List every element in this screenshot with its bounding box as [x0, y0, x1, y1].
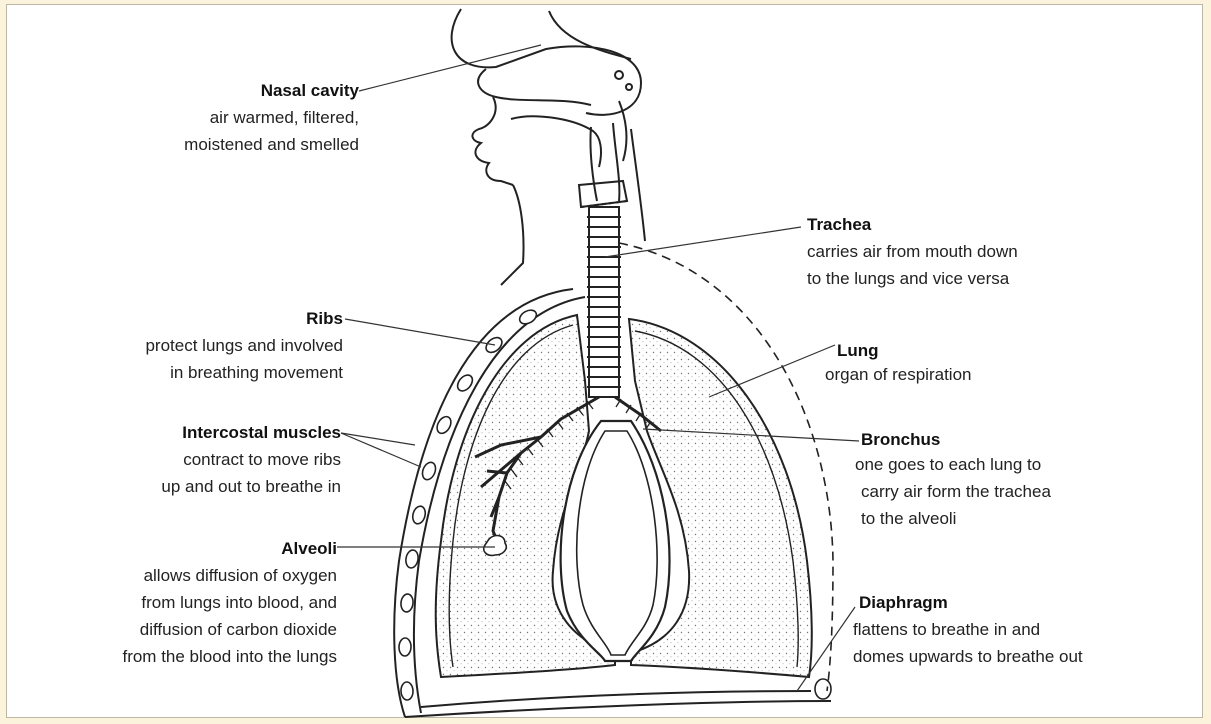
- label-alveoli: Alveoli allows diffusion of oxygen from …: [47, 535, 337, 670]
- label-bronchus-desc-2: carry air form the trachea: [861, 478, 1135, 505]
- label-intercostal-muscles-desc-2: up and out to breathe in: [67, 473, 341, 500]
- label-nasal-cavity-desc-1: air warmed, filtered,: [87, 104, 359, 131]
- label-trachea-title: Trachea: [807, 211, 1107, 238]
- label-lung-desc-1: organ of respiration: [825, 363, 1085, 387]
- label-intercostal-muscles: Intercostal muscles contract to move rib…: [67, 419, 341, 500]
- label-diaphragm-title: Diaphragm: [859, 589, 1153, 616]
- label-diaphragm: Diaphragm flattens to breathe in and dom…: [853, 589, 1153, 670]
- label-nasal-cavity: Nasal cavity air warmed, filtered, moist…: [87, 77, 359, 158]
- label-ribs-title: Ribs: [67, 305, 343, 332]
- label-lung-title: Lung: [837, 339, 1085, 363]
- label-ribs-desc-2: in breathing movement: [67, 359, 343, 386]
- label-bronchus-title: Bronchus: [861, 429, 1135, 451]
- label-bronchus-desc-1: one goes to each lung to: [855, 451, 1135, 478]
- label-lung: Lung organ of respiration: [825, 339, 1085, 387]
- label-trachea-desc-1: carries air from mouth down: [807, 238, 1107, 265]
- label-alveoli-desc-2: from lungs into blood, and: [47, 589, 337, 616]
- diagram-frame: Nasal cavity air warmed, filtered, moist…: [6, 4, 1203, 718]
- label-alveoli-desc-4: from the blood into the lungs: [47, 643, 337, 670]
- label-ribs-desc-1: protect lungs and involved: [67, 332, 343, 359]
- label-trachea-desc-2: to the lungs and vice versa: [807, 265, 1107, 292]
- label-ribs: Ribs protect lungs and involved in breat…: [67, 305, 343, 386]
- label-nasal-cavity-desc-2: moistened and smelled: [87, 131, 359, 158]
- label-diaphragm-desc-1: flattens to breathe in and: [853, 616, 1153, 643]
- label-alveoli-desc-3: diffusion of carbon dioxide: [47, 616, 337, 643]
- label-alveoli-desc-1: allows diffusion of oxygen: [47, 562, 337, 589]
- label-bronchus-desc-3: to the alveoli: [861, 505, 1135, 532]
- label-alveoli-title: Alveoli: [47, 535, 337, 562]
- label-intercostal-muscles-title: Intercostal muscles: [67, 419, 341, 446]
- label-trachea: Trachea carries air from mouth down to t…: [807, 211, 1107, 292]
- trachea-tube: [587, 207, 621, 397]
- label-bronchus: Bronchus one goes to each lung to carry …: [855, 429, 1135, 532]
- label-intercostal-muscles-desc-1: contract to move ribs: [67, 446, 341, 473]
- label-nasal-cavity-title: Nasal cavity: [87, 77, 359, 104]
- label-diaphragm-desc-2: domes upwards to breathe out: [853, 643, 1153, 670]
